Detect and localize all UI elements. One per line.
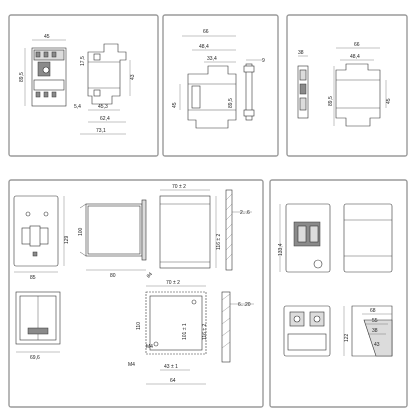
dim-66: 66 <box>203 29 209 35</box>
panel-1-breaker-drawings: 45 89,5 17,5 43 5,4 45,3 62,4 73,1 <box>8 14 159 157</box>
panel-1-front-view: 45 89,5 <box>19 34 67 107</box>
dim-69-6: 69,6 <box>30 355 40 361</box>
panel-4-rear-view: 69,6 <box>15 291 61 361</box>
dim-110: 110 <box>136 322 142 330</box>
dim-116b: 116 ± 2 <box>202 324 208 340</box>
dim-45: 45 <box>172 102 178 108</box>
dim-43: 43 <box>374 342 380 348</box>
dim-80: 80 <box>110 273 116 279</box>
dim-100: 100 <box>78 227 84 236</box>
panel-5-bottom-front-view <box>283 305 331 357</box>
panel-5-front-view: 133,4 <box>278 203 331 273</box>
dim-5-4: 5,4 <box>74 104 81 110</box>
dim-84: 84 <box>146 271 154 279</box>
dim-48-4: 48,4 <box>350 54 360 60</box>
dim-55: 55 <box>372 318 378 324</box>
panel-2-edge-view: 9 <box>243 58 265 121</box>
panel-4-thin-profile-bottom: 6...20 <box>221 291 254 363</box>
dim-122: 122 <box>344 333 350 342</box>
dim-45-3: 45,3 <box>98 104 108 110</box>
panel-4-thin-profile: 2...6 <box>225 189 252 271</box>
dim-70b: 70 ± 2 <box>166 280 180 286</box>
panel-3-breaker-drawings: 38 66 48,4 89,5 45 <box>286 14 408 157</box>
dim-45: 45 <box>44 34 50 40</box>
dim-45: 45 <box>386 98 392 104</box>
dim-64: 64 <box>170 378 176 384</box>
dim-38: 38 <box>298 50 304 56</box>
panel-3-front-view: 38 <box>297 50 309 119</box>
dim-85: 85 <box>30 275 36 281</box>
dim-38: 38 <box>372 328 378 334</box>
dim-133-4: 133,4 <box>278 243 284 256</box>
dim-6-20: 6...20 <box>238 302 251 308</box>
dim-62-4: 62,4 <box>100 116 110 122</box>
dim-129: 129 <box>64 235 70 244</box>
dim-m4b: M4 <box>146 344 153 350</box>
panel-1-side-view: 17,5 43 5,4 45,3 62,4 73,1 <box>74 43 136 135</box>
panel-4-outline-view-bottom: 70 ± 2 110 101 ± 1 116 ± 2 43 ± 1 64 M4 … <box>128 280 208 385</box>
panel-5-side-view <box>343 203 393 273</box>
dim-48-4: 48,4 <box>199 44 209 50</box>
panel-4-enclosure-drawings: 85 129 100 80 70 ± 2 116 ± 2 84 <box>8 179 264 408</box>
dim-43: 43 <box>130 74 136 80</box>
panel-2-breaker-drawings: 66 48,4 33,4 22 45 89,5 9 <box>162 14 279 157</box>
dim-89-5: 89,5 <box>228 98 234 108</box>
dim-70: 70 ± 2 <box>172 184 186 190</box>
dim-116: 116 ± 2 <box>216 234 222 250</box>
dim-2-6: 2...6 <box>240 210 250 216</box>
panel-3-side-view: 66 48,4 89,5 45 <box>328 42 392 127</box>
dim-33-4: 33,4 <box>207 56 217 62</box>
dim-17-5: 17,5 <box>80 56 86 66</box>
dim-68: 68 <box>370 308 376 314</box>
dim-9: 9 <box>262 58 265 64</box>
panel-5-bottom-side-view: 68 55 38 43 122 <box>343 305 393 357</box>
panel-4-side-view: 80 <box>79 199 147 279</box>
dim-66: 66 <box>354 42 360 48</box>
dim-43: 43 ± 1 <box>164 364 178 370</box>
dim-89-5: 89,5 <box>19 72 25 82</box>
dim-89-5: 89,5 <box>328 96 334 106</box>
panel-5-enclosure-drawings: 133,4 68 55 38 43 122 <box>269 179 408 408</box>
dim-101: 101 ± 1 <box>182 323 188 340</box>
panel-2-side-view: 66 48,4 33,4 22 45 89,5 <box>172 29 237 129</box>
dim-73-1: 73,1 <box>96 128 106 134</box>
panel-4-outline-view-top: 70 ± 2 116 ± 2 84 <box>146 184 222 280</box>
panel-4-front-view: 85 129 100 <box>13 195 84 281</box>
dim-m4: M4 <box>128 362 135 368</box>
